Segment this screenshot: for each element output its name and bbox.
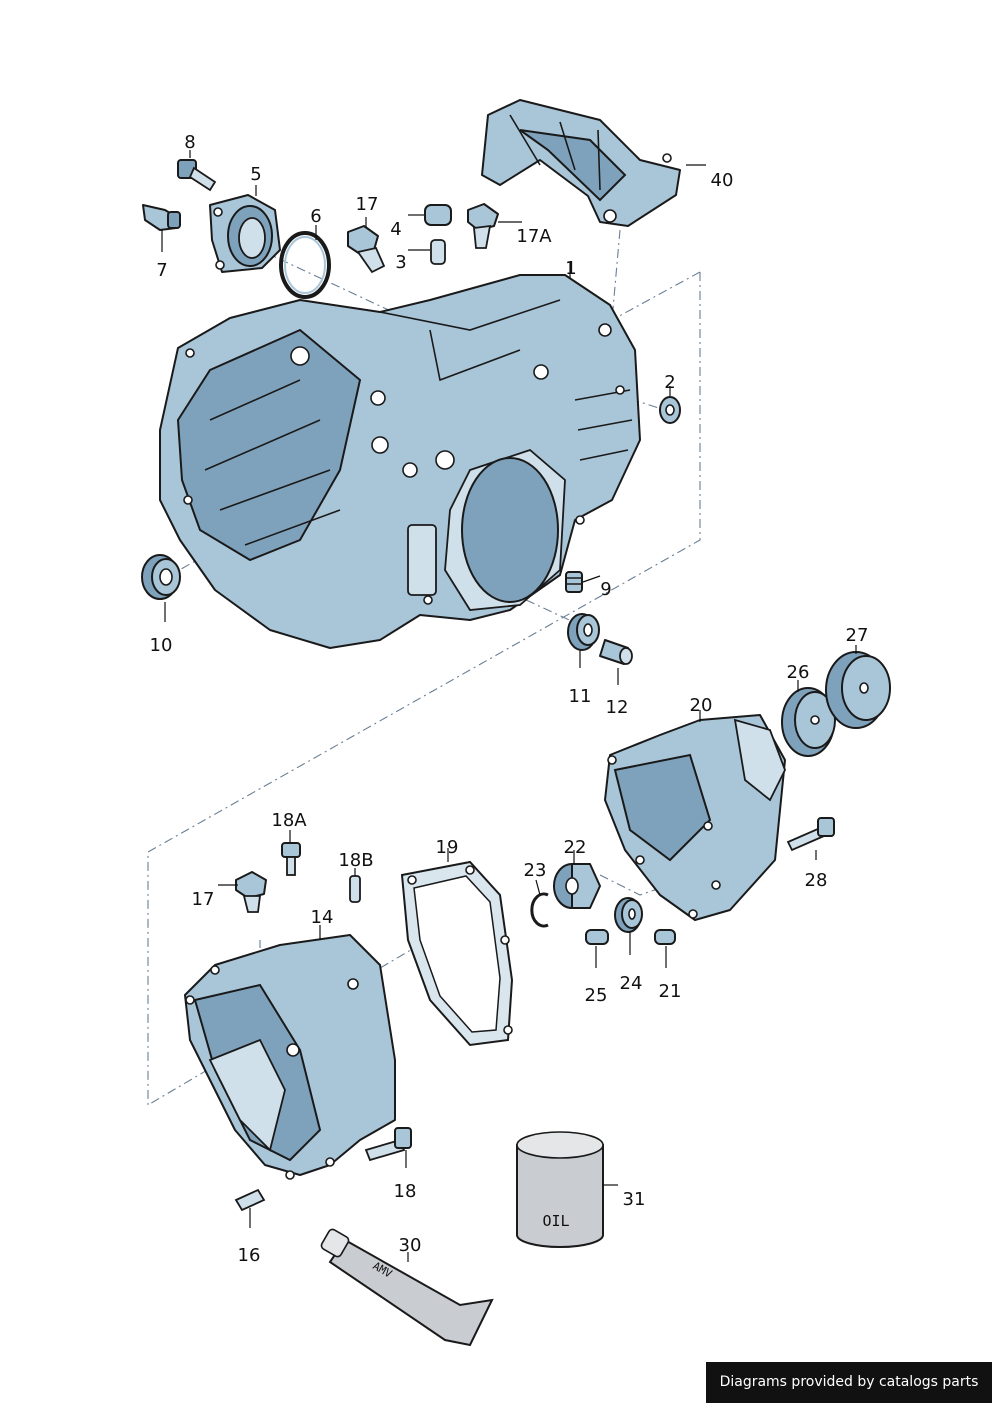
bolt-part-28 bbox=[786, 817, 835, 852]
sender-part-7 bbox=[142, 204, 181, 231]
callout-18A: 18A bbox=[271, 810, 307, 831]
callout-16: 16 bbox=[238, 1245, 261, 1266]
callout-17-lower: 17 bbox=[192, 889, 215, 910]
callout-17A: 17A bbox=[516, 226, 552, 247]
callout-3: 3 bbox=[395, 252, 406, 273]
pin-part-16 bbox=[234, 1188, 266, 1212]
callout-6: 6 bbox=[310, 206, 321, 227]
callout-20: 20 bbox=[690, 695, 713, 716]
bush-part-12 bbox=[599, 639, 633, 665]
plug-part-17A bbox=[467, 203, 499, 249]
callout-1: 1 bbox=[565, 258, 576, 279]
flange-part-5 bbox=[209, 194, 281, 273]
callout-14: 14 bbox=[311, 907, 334, 928]
callout-28: 28 bbox=[805, 870, 828, 891]
sleeve-part-3 bbox=[430, 239, 446, 265]
bolt-part-18A bbox=[281, 842, 301, 876]
bearing-part-11 bbox=[567, 613, 600, 651]
bush-part-21 bbox=[654, 929, 676, 945]
callout-18B: 18B bbox=[338, 850, 373, 871]
bearing-part-24 bbox=[614, 897, 643, 933]
transmission-housing-part-1 bbox=[159, 274, 641, 649]
callout-10: 10 bbox=[150, 635, 173, 656]
oil-can-part-31: OIL bbox=[516, 1131, 604, 1248]
oil-can-label: OIL bbox=[542, 1212, 569, 1230]
callout-25: 25 bbox=[585, 985, 608, 1006]
callout-31: 31 bbox=[623, 1189, 646, 1210]
flange-part-27 bbox=[825, 651, 891, 729]
callout-21: 21 bbox=[659, 981, 682, 1002]
callout-8: 8 bbox=[184, 132, 195, 153]
gasket-part-19 bbox=[400, 860, 514, 1047]
callout-12: 12 bbox=[606, 697, 629, 718]
callout-22: 22 bbox=[564, 837, 587, 858]
intermediate-housing-part-14 bbox=[184, 934, 396, 1180]
callout-numbers: 1 2 3 4 5 6 7 8 9 10 11 12 14 16 17 17A … bbox=[150, 132, 869, 1266]
o-ring-part-6 bbox=[279, 231, 331, 299]
bracket-part-40 bbox=[481, 99, 681, 227]
grease-tube-part-30: AMV bbox=[320, 1228, 494, 1347]
seal-part-10 bbox=[141, 554, 181, 600]
callout-23: 23 bbox=[524, 860, 547, 881]
bolt-part-8 bbox=[177, 159, 217, 192]
circlip-part-23 bbox=[530, 892, 549, 928]
callout-19: 19 bbox=[436, 837, 459, 858]
callout-5: 5 bbox=[250, 164, 261, 185]
plug-part-17-lower bbox=[235, 871, 267, 913]
plug-part-17 bbox=[347, 225, 386, 274]
cap-part-4 bbox=[424, 204, 452, 226]
callout-18: 18 bbox=[394, 1181, 417, 1202]
bolt-part-18 bbox=[364, 1127, 412, 1162]
callout-24: 24 bbox=[620, 973, 643, 994]
callout-17: 17 bbox=[356, 194, 379, 215]
pin-part-18B bbox=[349, 875, 361, 903]
rear-cover-part-20 bbox=[604, 714, 786, 921]
callout-4: 4 bbox=[390, 219, 401, 240]
callout-9: 9 bbox=[600, 579, 611, 600]
callout-7: 7 bbox=[156, 260, 167, 281]
callout-30: 30 bbox=[399, 1235, 422, 1256]
callout-11: 11 bbox=[569, 686, 592, 707]
callout-27: 27 bbox=[846, 625, 869, 646]
callout-26: 26 bbox=[787, 662, 810, 683]
callout-2: 2 bbox=[664, 372, 675, 393]
bush-part-25 bbox=[585, 929, 609, 945]
seal-part-2 bbox=[659, 396, 681, 424]
credit-banner: Diagrams provided by catalogs parts bbox=[706, 1362, 992, 1403]
callout-40: 40 bbox=[711, 170, 734, 191]
spring-part-9 bbox=[565, 571, 583, 593]
leader-lines bbox=[161, 150, 857, 1262]
flange-part-26 bbox=[781, 687, 836, 757]
bearing-part-22 bbox=[553, 863, 601, 909]
